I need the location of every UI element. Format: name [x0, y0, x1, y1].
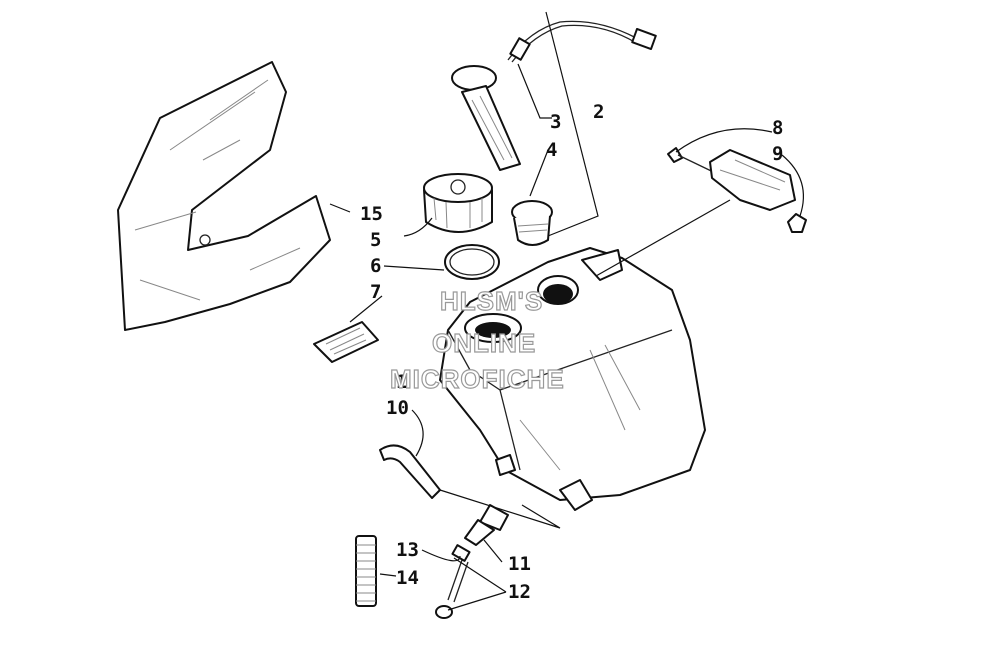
watermark-line-1: HLSM'S — [440, 286, 543, 316]
part-9-nut[interactable] — [787, 213, 807, 233]
part-3-sender-tube[interactable] — [451, 65, 521, 171]
watermark: HLSM'S ONLINE MICROFICHE — [389, 285, 565, 394]
part-11-fitting[interactable] — [464, 504, 509, 546]
part-10-clamp[interactable] — [379, 444, 441, 499]
part-6-o-ring[interactable] — [444, 244, 500, 280]
watermark-line-2: ONLINE — [432, 328, 536, 358]
callout-2: 2 — [593, 101, 604, 123]
callout-5: 5 — [370, 229, 381, 251]
callout-11: 11 — [508, 553, 531, 575]
callout-14: 14 — [396, 567, 419, 589]
part-13-fuel-hose[interactable] — [447, 559, 469, 603]
callout-9: 9 — [772, 143, 783, 165]
callout-8: 8 — [772, 117, 783, 139]
callout-13: 13 — [396, 539, 419, 561]
part-1-fuel-tank[interactable] — [439, 247, 706, 511]
part-7-decal[interactable] — [313, 321, 379, 363]
callout-1: 1 — [396, 371, 407, 393]
watermark-line-3: MICROFICHE — [390, 364, 565, 394]
part-14-spring[interactable] — [355, 535, 377, 607]
callout-12: 12 — [508, 581, 531, 603]
callout-labels: 1 2 3 4 5 6 7 8 9 10 11 12 13 14 15 — [360, 101, 783, 603]
callout-7: 7 — [370, 281, 381, 303]
part-2-wire-harness[interactable] — [507, 20, 657, 63]
leader-lines — [329, 11, 804, 611]
bracket — [709, 149, 796, 211]
part-4-filler-neck[interactable] — [511, 200, 553, 246]
callout-3: 3 — [550, 111, 561, 133]
callout-10: 10 — [386, 397, 409, 419]
part-12-hose-clamps[interactable] — [435, 544, 471, 619]
part-5-fuel-cap[interactable] — [423, 173, 493, 233]
part-15-heat-shield[interactable] — [117, 61, 331, 331]
callout-6: 6 — [370, 255, 381, 277]
callout-15: 15 — [360, 203, 383, 225]
callout-4: 4 — [546, 139, 557, 161]
